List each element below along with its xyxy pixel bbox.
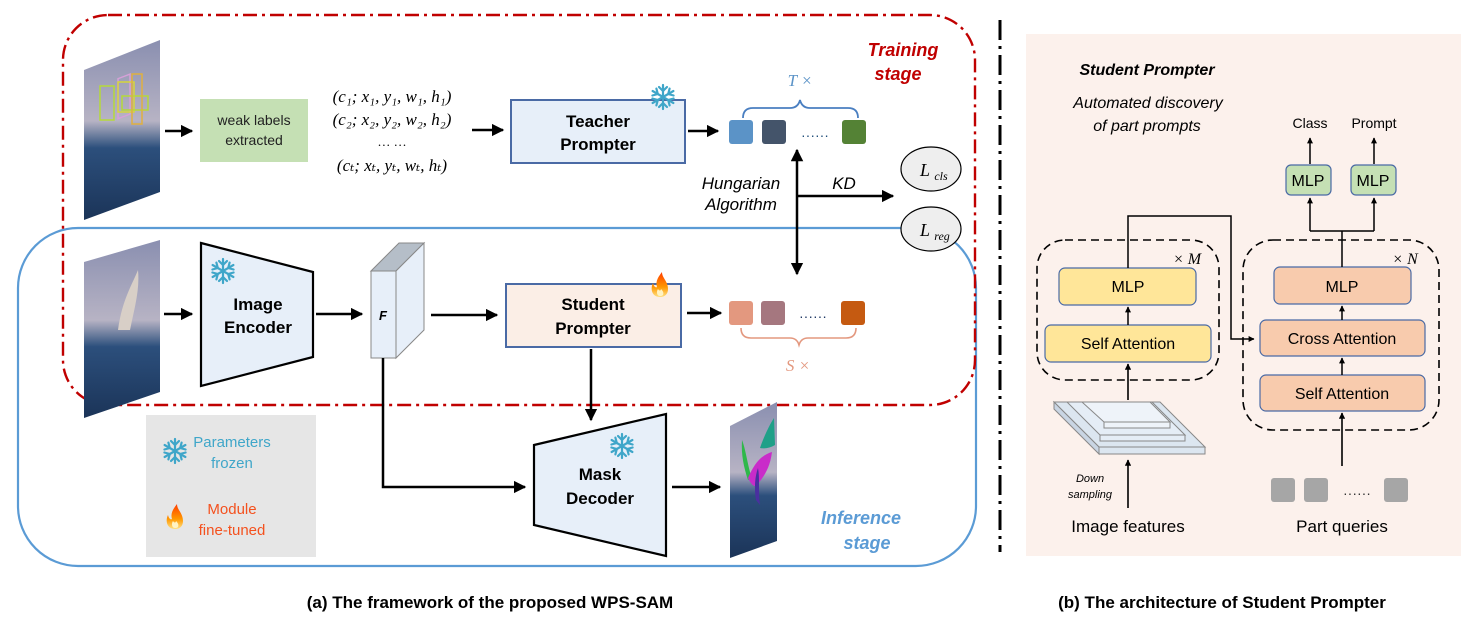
decoder-repeat-block	[1242, 239, 1440, 431]
teacher-token-group: ······	[729, 120, 866, 144]
hungarian-label: Hungarian	[702, 174, 780, 193]
student-token	[729, 301, 753, 325]
label-tuple-ellipsis: … …	[377, 134, 406, 149]
class-output-label: Class	[1292, 115, 1327, 131]
panel-b-subtitle: Automated discovery	[1072, 95, 1223, 112]
caption-a: (a) The framework of the proposed WPS-SA…	[307, 593, 673, 612]
down-sampling-label-2: sampling	[1068, 489, 1113, 501]
label-tuple-last: (cₜ; xₜ, yₜ, wₜ, hₜ)	[337, 156, 448, 175]
feature-label: F	[379, 308, 388, 323]
prompt-output-label: Prompt	[1351, 115, 1396, 131]
mask-decoder-block	[532, 412, 668, 558]
encoder-self-attention-label: Self Attention	[1081, 336, 1175, 353]
student-prompter-label: Student	[561, 295, 625, 314]
part-query-token	[1384, 478, 1408, 502]
label-tuple-1: (c₁; x₁, y₁, w₁, h₁)	[333, 87, 452, 106]
teacher-count-label: T ×	[788, 71, 813, 90]
decoder-self-attention-label: Self Attention	[1295, 386, 1389, 403]
mask-decoder-label: Mask	[579, 465, 622, 484]
training-stage-label-2: stage	[874, 64, 921, 84]
student-token	[761, 301, 785, 325]
panel-b-subtitle-2: of part prompts	[1093, 118, 1201, 135]
student-prompter-box	[505, 283, 682, 348]
legend-finetuned-label-2: fine-tuned	[199, 522, 266, 539]
token-ellipsis: ······	[1343, 485, 1371, 501]
image-features-label: Image features	[1071, 517, 1184, 536]
prompt-head-mlp-label: MLP	[1357, 173, 1390, 190]
weak-labels-text-2: extracted	[225, 132, 283, 148]
legend-frozen-label-2: frozen	[211, 455, 253, 472]
weak-labels-box	[200, 99, 308, 162]
down-sampling-label: Down	[1076, 473, 1104, 485]
panel-b-background	[1026, 34, 1461, 256]
student-prompter-label-2: Prompter	[555, 319, 631, 338]
image-encoder-label: Image	[233, 295, 282, 314]
loss-cls-sub: cls	[934, 169, 948, 183]
loss-cls-main: L	[919, 160, 930, 180]
part-queries-label: Part queries	[1296, 517, 1388, 536]
caption-b: (b) The architecture of Student Prompter	[1058, 593, 1386, 612]
teacher-token	[842, 120, 866, 144]
teacher-prompter-label: Teacher	[566, 112, 630, 131]
teacher-prompter-label-2: Prompter	[560, 135, 636, 154]
input-image-weak-labels	[84, 40, 160, 220]
encoder-repeat-block	[1036, 239, 1220, 381]
input-image	[84, 240, 160, 418]
teacher-token	[729, 120, 753, 144]
hungarian-label-2: Algorithm	[704, 195, 777, 214]
encoder-mlp-label: MLP	[1112, 279, 1145, 296]
part-query-group: ······	[1271, 478, 1408, 502]
class-head-mlp-label: MLP	[1292, 173, 1325, 190]
feature-map-block	[369, 241, 426, 360]
student-count-label: S ×	[786, 356, 810, 375]
snowflake-icon	[651, 83, 675, 111]
mask-decoder-label-2: Decoder	[566, 489, 634, 508]
encoder-repeat-label: × M	[1173, 251, 1203, 268]
class-head-mlp	[1285, 164, 1332, 196]
teacher-prompter-box	[510, 99, 686, 164]
training-stage-region	[61, 13, 977, 407]
image-encoder-label-2: Encoder	[224, 318, 292, 337]
panel-b-title: Student Prompter	[1079, 62, 1215, 79]
loss-cls	[900, 146, 962, 192]
loss-reg-main: L	[919, 220, 930, 240]
training-stage-label: Training	[868, 40, 939, 60]
inference-stage-label: Inference	[821, 508, 901, 528]
cross-attention-label: Cross Attention	[1288, 331, 1397, 348]
image-feature-pyramid	[1052, 400, 1207, 456]
prompt-head-mlp	[1350, 164, 1397, 196]
weak-labels-text: weak labels	[216, 112, 290, 128]
decoder-repeat-label: × N	[1392, 251, 1419, 268]
teacher-token	[762, 120, 786, 144]
teacher-token-brace	[742, 99, 859, 119]
label-tuple-2: (c₂; x₂, y₂, w₂, h₂)	[333, 110, 452, 129]
token-ellipsis: ······	[801, 127, 829, 143]
inference-stage-region	[16, 226, 978, 568]
student-token-group: ······	[729, 301, 865, 325]
decoder-mlp-label: MLP	[1326, 279, 1359, 296]
student-token-brace	[740, 327, 857, 348]
loss-reg-sub: reg	[934, 229, 950, 243]
legend-finetuned-label: Module	[207, 501, 256, 518]
student-token	[841, 301, 865, 325]
inference-stage-label-2: stage	[843, 533, 890, 553]
part-query-token	[1304, 478, 1328, 502]
loss-reg	[900, 206, 962, 252]
part-query-token	[1271, 478, 1295, 502]
output-segmentation-image	[730, 402, 777, 558]
kd-label: KD	[832, 174, 856, 193]
legend-frozen-label: Parameters	[193, 434, 271, 451]
token-ellipsis: ······	[799, 308, 827, 324]
